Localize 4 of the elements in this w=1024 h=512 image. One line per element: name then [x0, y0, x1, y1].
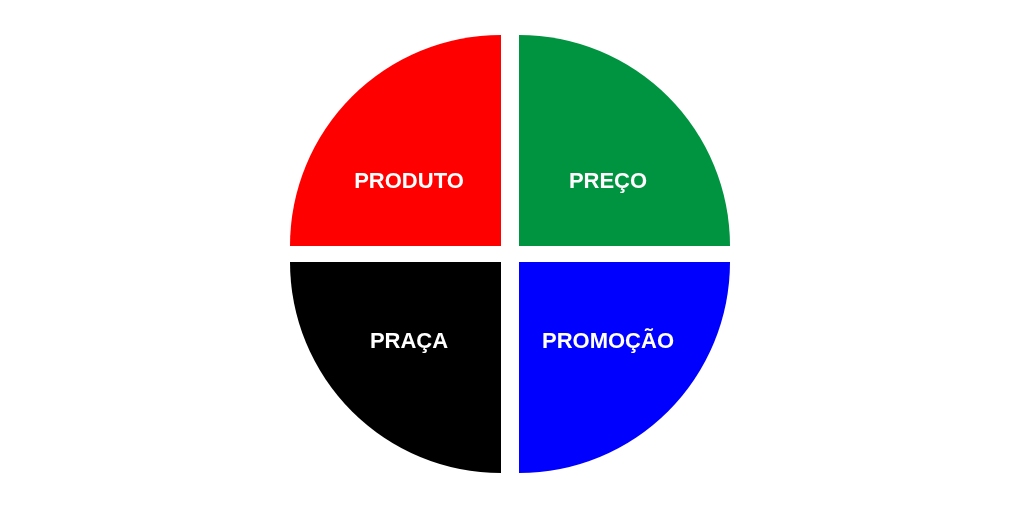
segment-label: PRODUTO — [354, 168, 464, 194]
segment-label: PREÇO — [568, 168, 648, 194]
segment-label: PRAÇA — [369, 328, 449, 354]
segment-label: PROMOÇÃO — [542, 328, 674, 354]
